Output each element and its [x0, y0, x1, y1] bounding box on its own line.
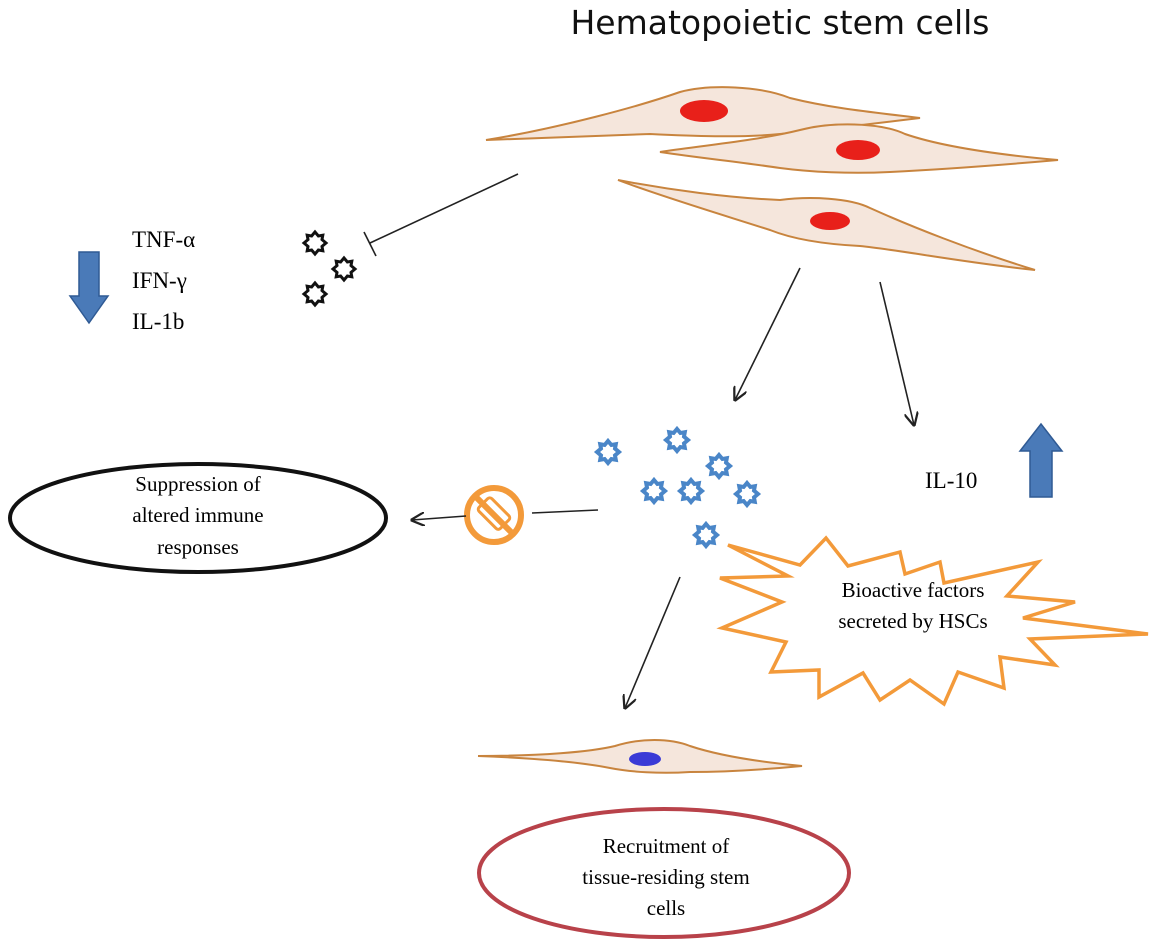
- bioactive-starburst: [716, 535, 1149, 707]
- inhibition-bar: [363, 231, 377, 257]
- suppression-text-line-2: altered immune: [132, 503, 263, 527]
- cytokine-ifn: IFN-γ: [132, 268, 187, 293]
- hsc-cell-2: [659, 123, 1059, 174]
- inhibition-line: [369, 173, 519, 244]
- suppression-connector: [531, 509, 599, 514]
- no-symbol-icon: [464, 485, 524, 545]
- suppression-oval: [8, 462, 388, 574]
- tissue-stem-cell: [477, 739, 803, 774]
- suppression-text-line-1: Suppression of: [135, 472, 260, 496]
- hsc-cell-3: [617, 179, 1036, 271]
- recruitment-oval: [477, 807, 851, 939]
- black-gear-icon: [302, 230, 328, 256]
- recruitment-text-line-2: tissue-residing stem: [582, 865, 749, 889]
- blue-gear-icon: [595, 439, 621, 465]
- blue-gear-icon: [706, 453, 732, 479]
- black-gear-icon: [302, 281, 328, 307]
- recruitment-text-line-3: cells: [647, 896, 685, 920]
- blue-gear-icon: [678, 478, 704, 504]
- cytokine-il10: IL-10: [925, 468, 977, 493]
- up-arrow-icon: [1018, 422, 1064, 498]
- blue-gear-icon: [693, 522, 719, 548]
- recruitment-text-line-1: Recruitment of: [603, 834, 730, 858]
- hsc-nucleus: [680, 100, 728, 122]
- cytokine-il1b: IL-1b: [132, 309, 184, 334]
- hsc-nucleus: [810, 212, 850, 230]
- arrow-to-suppression: [412, 516, 467, 520]
- blue-gear-icon: [664, 427, 690, 453]
- arrow-to-recruitment: [625, 576, 681, 708]
- cytokine-tnf: TNF-α: [132, 227, 195, 252]
- bioactive-factor-cluster: [595, 427, 760, 548]
- arrow-to-il10: [879, 281, 914, 425]
- black-gear-icon: [331, 256, 357, 282]
- blue-gear-icon: [641, 478, 667, 504]
- hsc-nucleus: [836, 140, 880, 160]
- bioactive-text-line-1: Bioactive factors: [842, 578, 985, 602]
- down-arrow-icon: [68, 251, 110, 325]
- diagram-title: Hematopoietic stem cells: [570, 3, 989, 42]
- suppression-text-line-3: responses: [157, 535, 239, 559]
- arrow-to-factors: [735, 267, 801, 400]
- bioactive-text-line-2: secreted by HSCs: [838, 609, 987, 633]
- blue-gear-icon: [734, 481, 760, 507]
- cytokine-cluster: [302, 230, 357, 307]
- tissue-nucleus: [629, 752, 661, 766]
